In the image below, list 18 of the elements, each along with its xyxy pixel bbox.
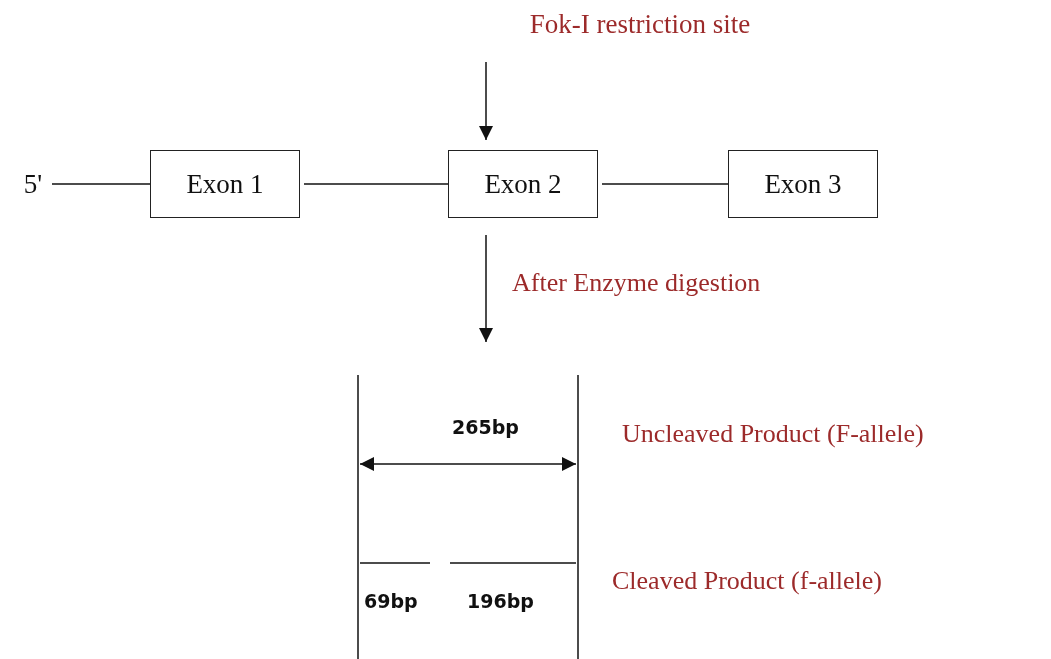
arrow (479, 234, 493, 343)
exon-name: Exon 3 (764, 168, 842, 200)
exon-box (150, 150, 300, 218)
fragment-size: 69bp (364, 590, 418, 612)
exon-name: Exon 2 (484, 168, 562, 200)
exon-name: Exon 1 (186, 168, 264, 200)
connector-line (601, 183, 729, 185)
site-label: Fok-I restriction site (529, 8, 751, 40)
product-label: Cleaved Product (f-allele) (612, 566, 882, 596)
exon-box (728, 150, 878, 218)
strand-end-label: 5' (23, 168, 43, 200)
fragment-size: 196bp (467, 590, 534, 612)
arrow (479, 61, 493, 141)
fragment-size: 265bp (452, 416, 519, 438)
product-label: Uncleaved Product (F-allele) (622, 419, 924, 449)
connector-line (303, 183, 449, 185)
connector-line (51, 183, 151, 185)
exon-box (448, 150, 598, 218)
